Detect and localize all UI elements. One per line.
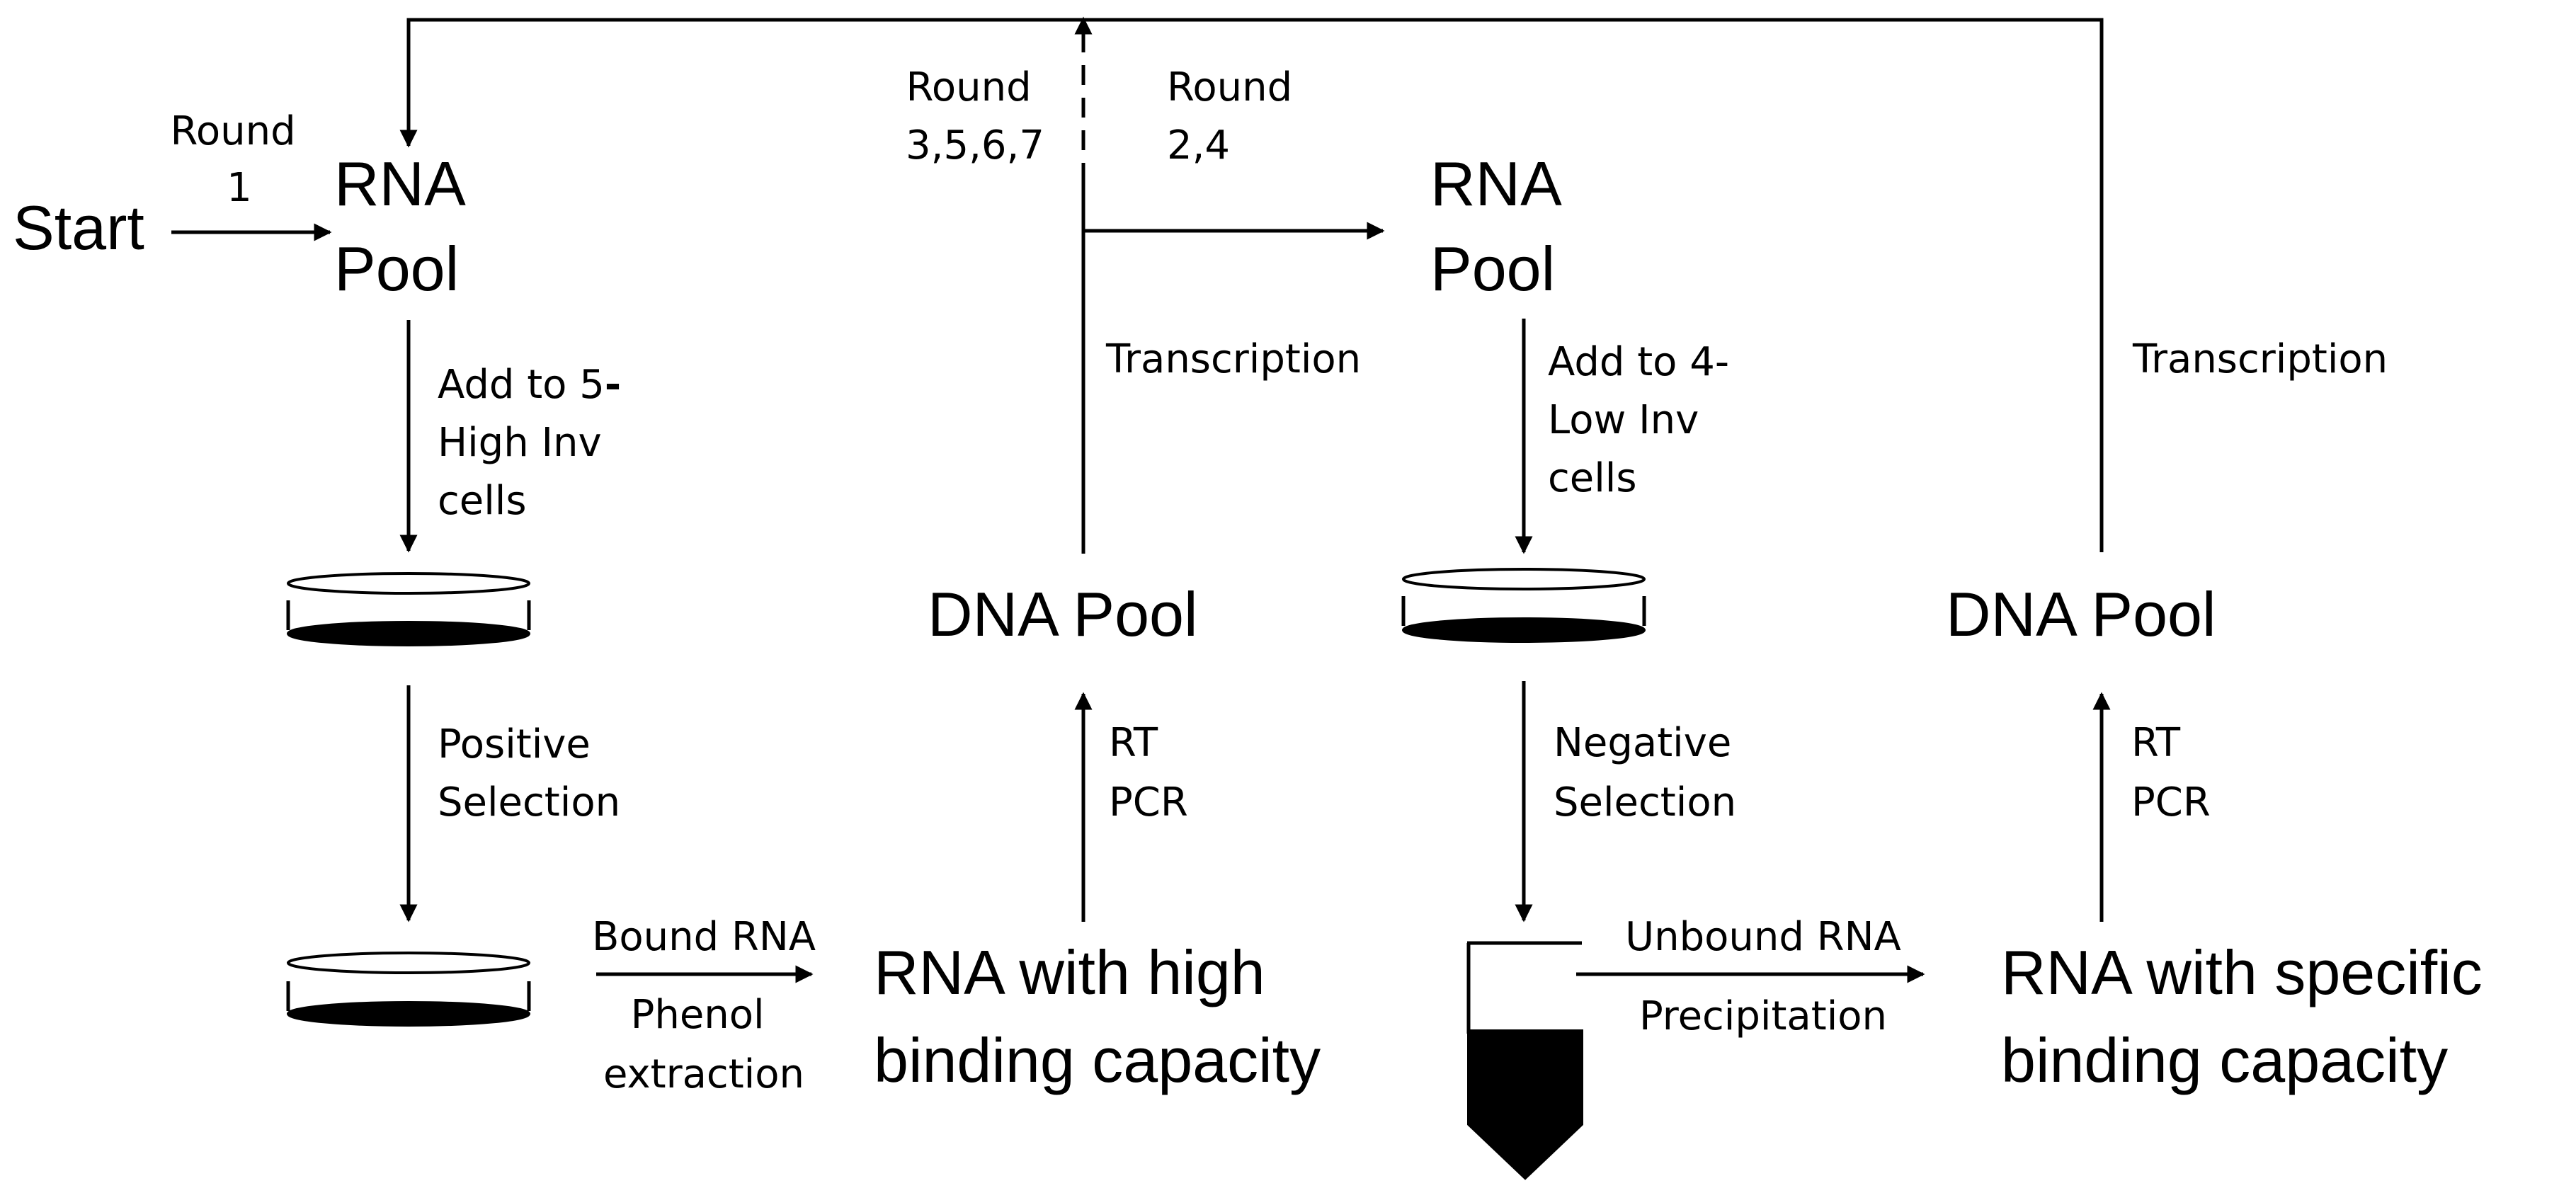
round-odd-label: Round 3,5,6,7 xyxy=(906,64,1044,169)
petri-dish-after-selection-icon xyxy=(286,952,531,1027)
rna-specific-binding-label: RNA with specific binding capacity xyxy=(2001,937,2500,1095)
round-1-label: Round 1 xyxy=(171,108,309,211)
dna-pool-left-label: DNA Pool xyxy=(928,579,1198,649)
feedback-loop-top-line xyxy=(399,18,2104,552)
transcription-left-label: Transcription xyxy=(1105,336,1361,382)
start-label: Start xyxy=(13,193,144,263)
add-to-high-inv-cells-label: Add to 5- High Inv cells xyxy=(438,362,634,524)
add-to-low-inv-cells-label: Add to 4- Low Inv cells xyxy=(1548,339,1742,501)
round-even-label: Round 2,4 xyxy=(1167,64,1305,169)
bound-rna-label: Bound RNA xyxy=(592,914,816,960)
precipitation-label: Precipitation xyxy=(1639,993,1887,1039)
rna-high-binding-label: RNA with high binding capacity xyxy=(874,937,1321,1095)
transcription-right-label: Transcription xyxy=(2132,336,2388,382)
negative-selection-label: Negative Selection xyxy=(1554,720,1744,826)
unbound-rna-label: Unbound RNA xyxy=(1625,914,1901,960)
centrifuge-tube-icon xyxy=(1466,941,1583,1180)
rna-pool-left-label: RNA Pool xyxy=(334,149,479,304)
positive-selection-label: Positive Selection xyxy=(438,721,620,826)
petri-dish-low-inv-icon xyxy=(1401,568,1646,643)
dna-pool-right-label: DNA Pool xyxy=(1946,579,2216,649)
rna-pool-right-label: RNA Pool xyxy=(1430,149,1575,304)
phenol-extraction-label: Phenol extraction xyxy=(603,992,804,1097)
rt-pcr-left-label: RT PCR xyxy=(1109,720,1188,826)
petri-dish-high-inv-icon xyxy=(286,572,531,646)
rt-pcr-right-label: RT PCR xyxy=(2131,720,2211,826)
